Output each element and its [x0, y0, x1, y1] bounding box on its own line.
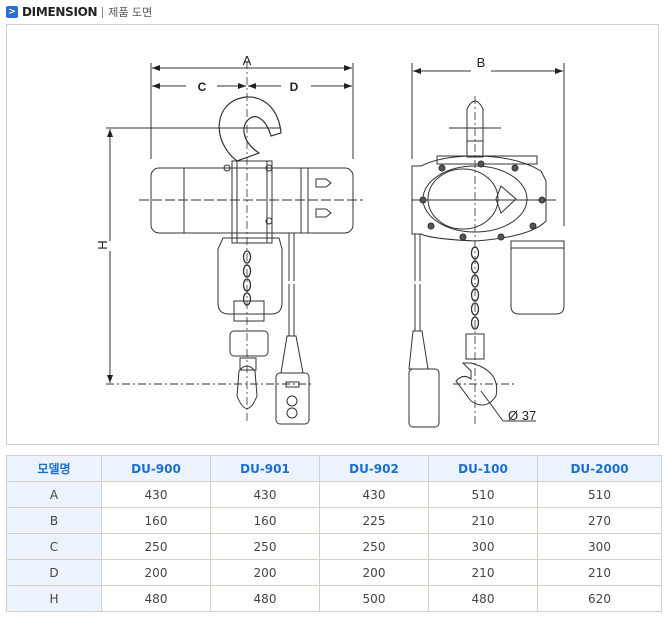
table-cell: 430	[319, 481, 429, 508]
column-header: DU-2000	[537, 455, 662, 482]
row-header: D	[6, 559, 102, 586]
table-row: C 250 250 250 300 300	[6, 533, 662, 560]
table-cell: 250	[210, 533, 320, 560]
table-cell: 510	[428, 481, 538, 508]
table-cell: 160	[210, 507, 320, 534]
table-row: H 480 480 500 480 620	[6, 585, 662, 612]
column-header: DU-902	[319, 455, 429, 482]
front-view: A C D H	[95, 53, 363, 425]
table-cell: 300	[428, 533, 538, 560]
table-cell: 200	[101, 559, 211, 586]
table-cell: 210	[537, 559, 662, 586]
divider	[102, 6, 104, 18]
table-cell: 300	[537, 533, 662, 560]
table-cell: 250	[101, 533, 211, 560]
column-header: DU-100	[428, 455, 538, 482]
dim-label-c: C	[198, 80, 207, 94]
table-cell: 510	[537, 481, 662, 508]
dim-label-a: A	[243, 53, 252, 68]
table-row: D 200 200 200 210 210	[6, 559, 662, 586]
side-view: B Ø 37	[408, 55, 565, 428]
table-row: B 160 160 225 210 270	[6, 507, 662, 534]
column-header: DU-900	[101, 455, 211, 482]
table-cell: 225	[319, 507, 429, 534]
dim-label-diameter: Ø 37	[508, 408, 536, 423]
table-cell: 200	[319, 559, 429, 586]
table-cell: 160	[101, 507, 211, 534]
dim-label-d: D	[290, 80, 299, 94]
row-header: A	[6, 481, 102, 508]
table-cell: 430	[210, 481, 320, 508]
table-cell: 250	[319, 533, 429, 560]
table-cell: 210	[428, 559, 538, 586]
column-header: DU-901	[210, 455, 320, 482]
section-header: > DIMENSION 제품 도면	[6, 4, 152, 20]
section-title: DIMENSION	[22, 5, 98, 19]
section-subtitle: 제품 도면	[108, 6, 153, 19]
table-cell: 430	[101, 481, 211, 508]
table-cell: 480	[101, 585, 211, 612]
table-cell: 480	[210, 585, 320, 612]
table-cell: 210	[428, 507, 538, 534]
dim-label-b: B	[477, 55, 486, 70]
row-header: C	[6, 533, 102, 560]
table-cell: 500	[319, 585, 429, 612]
dimension-table: 모델명 DU-900 DU-901 DU-902 DU-100 DU-2000 …	[6, 455, 662, 612]
row-header: B	[6, 507, 102, 534]
table-cell: 270	[537, 507, 662, 534]
dimension-drawing: A C D H B	[6, 24, 659, 445]
row-header: H	[6, 585, 102, 612]
dim-label-h: H	[95, 240, 110, 249]
table-row: A 430 430 430 510 510	[6, 481, 662, 508]
table-cell: 480	[428, 585, 538, 612]
column-header: 모델명	[6, 455, 102, 482]
arrow-right-icon: >	[6, 6, 18, 18]
table-cell: 620	[537, 585, 662, 612]
table-cell: 200	[210, 559, 320, 586]
table-header-row: 모델명 DU-900 DU-901 DU-902 DU-100 DU-2000	[6, 455, 662, 482]
